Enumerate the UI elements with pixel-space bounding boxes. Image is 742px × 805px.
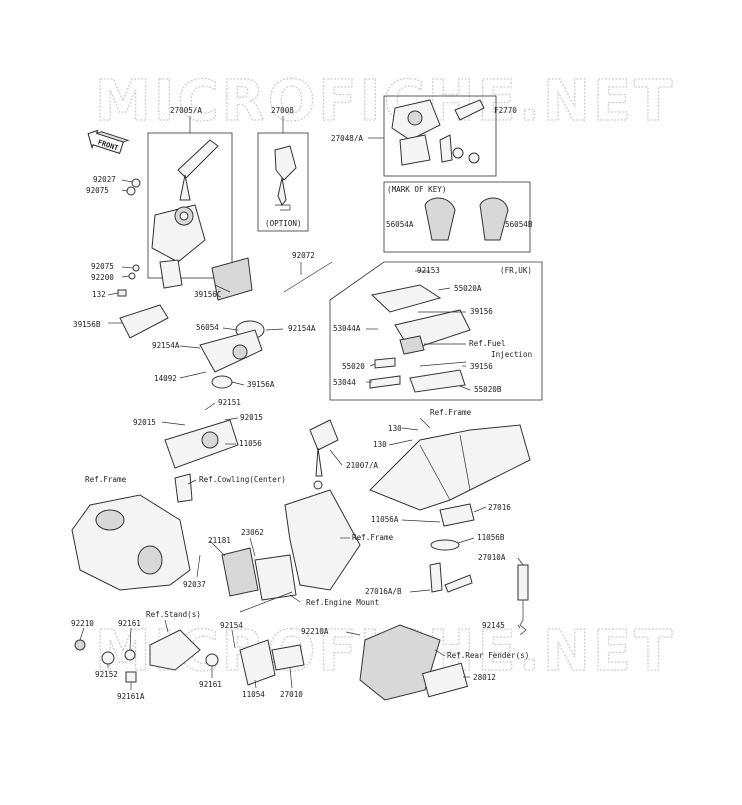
- label-ref-frame-left: Ref.Frame: [85, 475, 127, 484]
- steering-stem-drawing: [164, 320, 265, 503]
- fr-uk-box: [329, 261, 543, 401]
- label-23062: 23062: [241, 528, 264, 537]
- label-56054A: 56054A: [386, 220, 414, 229]
- cable-92072: [283, 261, 333, 293]
- fuel-injection-parts-drawing: [369, 284, 471, 393]
- key-marks-drawing: [424, 197, 509, 241]
- label-27005A: 27005/A: [170, 106, 202, 115]
- label-55020A: 55020A: [454, 284, 482, 293]
- label-11056A: 11056A: [371, 515, 399, 524]
- label-21007A: 21007/A: [346, 461, 378, 470]
- label-92154A-right: 92154A: [288, 324, 316, 333]
- label-mark-of-key: (MARK OF KEY): [387, 185, 446, 194]
- label-130-top: 130: [388, 424, 402, 433]
- watermark-top: MICROFICHE.NET: [95, 69, 675, 134]
- bottom-parts-drawing: [74, 624, 469, 701]
- rear-frame-drawing: [309, 419, 531, 511]
- label-130-bottom: 130: [373, 440, 387, 449]
- label-56054: 56054: [196, 323, 219, 332]
- label-ref-frame-middle: Ref.Frame: [352, 533, 394, 542]
- label-92200: 92200: [91, 273, 114, 282]
- label-92152: 92152: [95, 670, 118, 679]
- label-27008: 27008: [271, 106, 294, 115]
- label-92037: 92037: [183, 580, 206, 589]
- label-14092: 14092: [154, 374, 177, 383]
- label-27016AB: 27016A/B: [365, 587, 402, 596]
- leader-lines: [79, 116, 524, 690]
- label-92210A: 92210A: [301, 627, 329, 636]
- label-92161A: 92161A: [117, 692, 145, 701]
- label-39156A: 39156A: [247, 380, 275, 389]
- label-option: (OPTION): [265, 219, 302, 228]
- ignition-set-box: [147, 132, 233, 279]
- label-92015-right: 92015: [240, 413, 263, 422]
- mark-of-key-box: [383, 181, 531, 253]
- ignition-switch-drawing: [117, 139, 253, 339]
- seat-lock-drawing: [429, 503, 529, 636]
- label-92015-left: 92015: [133, 418, 156, 427]
- label-92161-bottom: 92161: [199, 680, 222, 689]
- label-27016: 27016: [488, 503, 511, 512]
- label-132: 132: [92, 290, 106, 299]
- label-92154A-left: 92154A: [152, 341, 180, 350]
- label-11054: 11054: [242, 690, 265, 699]
- label-92161-top: 92161: [118, 619, 141, 628]
- label-ref-fuel-injection-2: Injection: [491, 350, 532, 359]
- label-11056B: 11056B: [477, 533, 505, 542]
- label-92075-top: 92075: [86, 186, 109, 195]
- label-55020B: 55020B: [474, 385, 502, 394]
- label-ref-stand: Ref.Stand(s): [146, 610, 201, 619]
- lock-set-drawing: [391, 99, 485, 166]
- lock-set-box: [383, 95, 497, 177]
- label-53044A: 53044A: [333, 324, 361, 333]
- label-ref-rear-fender: Ref.Rear Fender(s): [447, 651, 529, 660]
- label-11056: 11056: [239, 439, 262, 448]
- label-55020: 55020: [342, 362, 365, 371]
- front-direction-tag: FRONT: [87, 129, 130, 155]
- label-21181: 21181: [208, 536, 231, 545]
- label-27010A: 27010A: [478, 553, 506, 562]
- label-39156C: 39156C: [194, 290, 221, 299]
- label-ref-cowling: Ref.Cowling(Center): [199, 475, 286, 484]
- label-ref-engine-mount: Ref.Engine Mount: [306, 598, 379, 607]
- label-ref-frame-right: Ref.Frame: [430, 408, 472, 417]
- label-39156-upper: 39156: [470, 307, 493, 316]
- label-28012: 28012: [473, 673, 496, 682]
- label-56054B: 56054B: [505, 220, 533, 229]
- label-ref-fuel-injection-1: Ref.Fuel: [469, 339, 506, 348]
- label-92072: 92072: [292, 251, 315, 260]
- label-92145: 92145: [482, 621, 505, 630]
- label-92154: 92154: [220, 621, 243, 630]
- label-f2770: F2770: [494, 106, 517, 115]
- label-27010: 27010: [280, 690, 303, 699]
- label-27048A: 27048/A: [331, 134, 363, 143]
- engine-mount-bracket-drawing: [221, 489, 361, 601]
- label-39156B: 39156B: [73, 320, 101, 329]
- label-92075-bottom: 92075: [91, 262, 114, 271]
- label-39156-lower: 39156: [470, 362, 493, 371]
- label-53044: 53044: [333, 378, 356, 387]
- label-92210: 92210: [71, 619, 94, 628]
- label-92027: 92027: [93, 175, 116, 184]
- label-fr-uk: (FR,UK): [500, 266, 532, 275]
- label-92153: 92153: [417, 266, 440, 275]
- frame-head-drawing: [71, 494, 191, 591]
- key-blank-drawing: [274, 145, 297, 211]
- label-92151: 92151: [218, 398, 241, 407]
